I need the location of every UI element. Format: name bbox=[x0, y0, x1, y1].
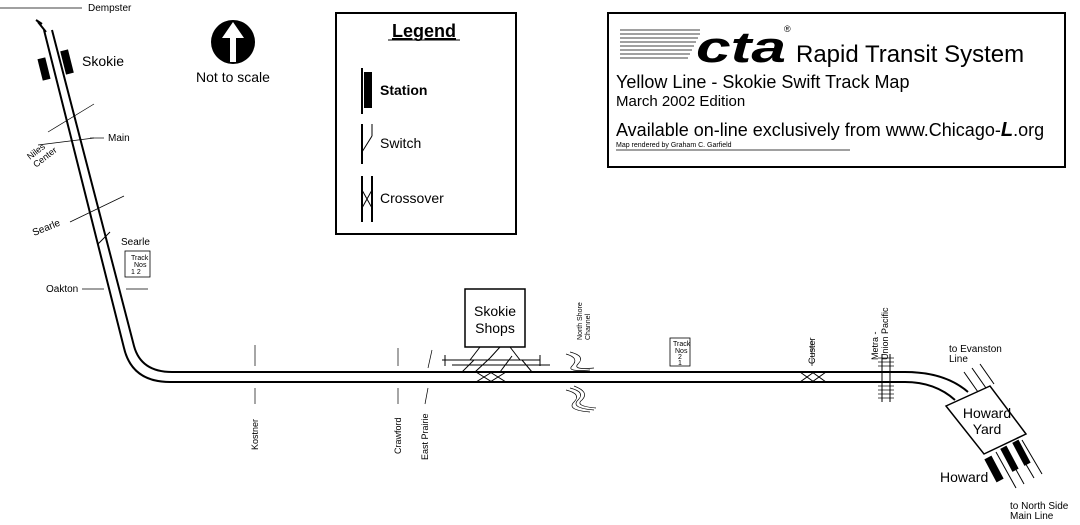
svg-text:Not to scale: Not to scale bbox=[196, 69, 270, 85]
station-howard: Howard bbox=[940, 439, 1031, 485]
svg-text:Kostner: Kostner bbox=[250, 419, 260, 450]
legend-switch-label: Switch bbox=[380, 135, 421, 151]
street-niles-center: Niles Center bbox=[25, 141, 59, 169]
svg-text:Track: Track bbox=[673, 341, 691, 348]
station-skokie: Skokie bbox=[37, 49, 124, 81]
svg-text:Dempster: Dempster bbox=[88, 3, 132, 14]
street-east-prairie: East Prairie bbox=[420, 349, 433, 460]
svg-text:Line: Line bbox=[949, 354, 968, 365]
legend-crossover-label: Crossover bbox=[380, 190, 444, 206]
svg-text:Union Pacific: Union Pacific bbox=[880, 307, 890, 360]
svg-text:1 2: 1 2 bbox=[131, 269, 141, 276]
legend-station-label: Station bbox=[380, 82, 427, 98]
legend-title: Legend bbox=[392, 21, 456, 41]
legend-station-icon bbox=[364, 72, 372, 108]
howard-yard: to Evanston Line Howard Yard bbox=[944, 344, 1043, 489]
cta-brand: cta bbox=[696, 23, 786, 72]
skokie-shops: Skokie Shops bbox=[442, 288, 550, 383]
connection-north-side: to North Side Main Line bbox=[1010, 501, 1069, 522]
svg-text:Metra -: Metra - bbox=[870, 331, 880, 360]
svg-text:Skokie: Skokie bbox=[474, 303, 516, 319]
north-arrow: Not to scale bbox=[196, 20, 270, 85]
svg-text:Searle: Searle bbox=[31, 218, 62, 239]
street-crawford: Crawford bbox=[393, 348, 403, 454]
svg-text:Channel: Channel bbox=[585, 313, 592, 340]
svg-text:Yard: Yard bbox=[973, 421, 1002, 437]
title-box: cta ® Rapid Transit System Yellow Line -… bbox=[607, 12, 1066, 168]
svg-text:Shops: Shops bbox=[475, 320, 515, 336]
edition: March 2002 Edition bbox=[616, 93, 745, 110]
svg-text:2: 2 bbox=[678, 354, 682, 361]
metra-union-pacific: Metra - Union Pacific bbox=[870, 307, 894, 402]
svg-text:Nos: Nos bbox=[675, 348, 688, 355]
svg-text:Searle: Searle bbox=[121, 237, 150, 248]
street-oakton: Oakton bbox=[46, 284, 148, 295]
street-main: Main bbox=[37, 103, 130, 146]
svg-text:Howard: Howard bbox=[963, 405, 1011, 421]
station-label-skokie: Skokie bbox=[82, 53, 124, 69]
svg-text:Custer: Custer bbox=[807, 337, 817, 364]
north-shore-channel: North Shore Channel bbox=[565, 302, 597, 413]
credit: Map rendered by Graham C. Garfield bbox=[616, 142, 732, 149]
system-title: Rapid Transit System bbox=[796, 41, 1024, 68]
street-kostner: Kostner bbox=[250, 345, 260, 450]
svg-text:Nos: Nos bbox=[134, 262, 147, 269]
searle-track-box: Searle Track Nos 1 2 bbox=[97, 231, 151, 278]
svg-text:North Shore: North Shore bbox=[577, 302, 584, 340]
svg-text:Oakton: Oakton bbox=[46, 284, 78, 295]
svg-text:to North Side: to North Side bbox=[1010, 501, 1069, 512]
legend: Legend Station Switch Crossover bbox=[335, 12, 517, 235]
street-custer: Custer bbox=[799, 337, 827, 383]
svg-text:1: 1 bbox=[678, 360, 682, 367]
svg-text:Track: Track bbox=[131, 255, 149, 262]
availability: Available on-line exclusively from www.C… bbox=[616, 119, 1044, 141]
svg-text:®: ® bbox=[784, 24, 791, 34]
svg-text:Main Line: Main Line bbox=[1010, 511, 1054, 522]
street-dempster: Dempster bbox=[0, 3, 132, 14]
station-label-howard: Howard bbox=[940, 469, 988, 485]
cta-logo-icon: cta ® bbox=[620, 23, 791, 72]
svg-text:Crawford: Crawford bbox=[393, 417, 403, 454]
svg-text:to Evanston: to Evanston bbox=[949, 344, 1002, 355]
svg-text:Main: Main bbox=[108, 133, 130, 144]
line-title: Yellow Line - Skokie Swift Track Map bbox=[616, 72, 909, 92]
mid-track-box: Track Nos 2 1 bbox=[669, 337, 691, 367]
svg-text:East Prairie: East Prairie bbox=[420, 413, 430, 460]
main-track bbox=[35, 19, 969, 401]
